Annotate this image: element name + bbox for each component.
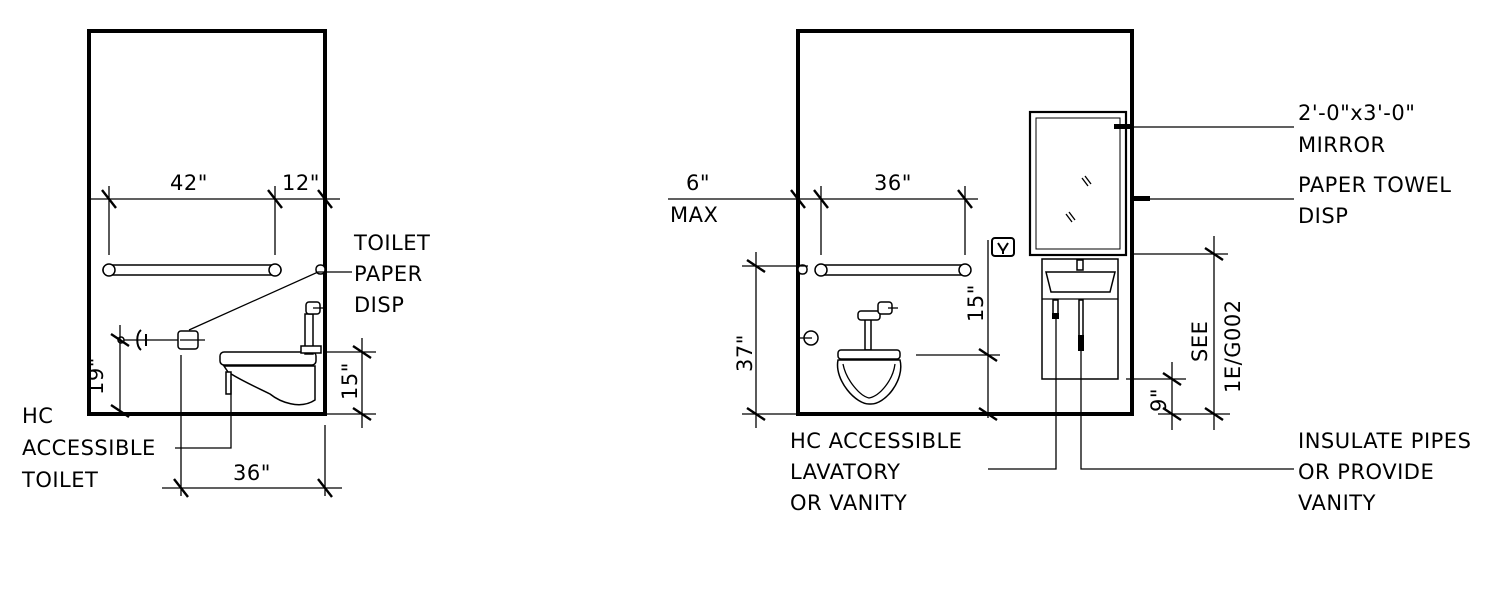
flush-valve-icon — [800, 330, 819, 346]
label-lavatory-line2: LAVATORY — [790, 460, 900, 484]
label-insulate-line1: INSULATE PIPES — [1298, 429, 1471, 453]
dim-37: 37" — [733, 334, 757, 372]
flush-lever-icon — [117, 329, 180, 351]
label-insulate-line3: VANITY — [1298, 491, 1376, 515]
right-room-outline — [796, 29, 1134, 416]
label-lavatory-line1: HC ACCESSIBLE — [790, 429, 962, 453]
label-toilet-paper-line3: DISP — [354, 293, 404, 317]
label-toilet-paper-line1: TOILET — [353, 231, 430, 255]
label-hc-toilet-line2: ACCESSIBLE — [22, 436, 156, 460]
toilet-paper-dispenser-icon — [177, 330, 205, 350]
dim-42: 42" — [170, 171, 208, 195]
wall-bumper-icon — [797, 264, 808, 275]
left-stall-outline — [87, 29, 327, 416]
dim-15-right: 15" — [964, 284, 988, 322]
label-hc-toilet-line3: TOILET — [21, 468, 98, 492]
dim-36-grab: 36" — [874, 171, 912, 195]
label-towel-line1: PAPER TOWEL — [1298, 173, 1451, 197]
left-elevation: 42" 12" TOILET PAPER DISP — [21, 29, 430, 498]
label-mirror-line2: MIRROR — [1298, 133, 1386, 157]
dim-9: 9" — [1147, 388, 1171, 412]
see-ref-detail: 1E/G002 — [1221, 299, 1245, 393]
mirror-icon — [1028, 110, 1133, 257]
label-mirror-line1: 2'-0"x3'-0" — [1298, 101, 1415, 125]
urinal-icon — [836, 301, 902, 405]
label-hc-toilet-line1: HC — [22, 404, 53, 428]
dim-6: 6" — [686, 171, 710, 195]
right-elevation: 6" MAX 36" 2'-0"x3'-0" — [668, 29, 1471, 515]
label-towel-line2: DISP — [1298, 204, 1348, 228]
dim-19: 19" — [84, 357, 108, 395]
dim-6-max: MAX — [670, 203, 718, 227]
label-insulate-line2: OR PROVIDE — [1298, 460, 1434, 484]
dim-12: 12" — [282, 171, 320, 195]
toilet-icon — [219, 301, 325, 406]
label-lavatory-line3: OR VANITY — [790, 491, 907, 515]
dim-15-left: 15" — [338, 362, 362, 400]
soap-dispenser-icon — [991, 237, 1015, 257]
lavatory-vanity-icon — [1041, 258, 1119, 380]
label-toilet-paper-line2: PAPER — [354, 262, 423, 286]
dim-36-bottom: 36" — [233, 461, 271, 485]
grab-bar-icon — [814, 263, 972, 277]
grab-bar-icon — [102, 263, 282, 277]
see-ref: SEE — [1188, 321, 1212, 362]
